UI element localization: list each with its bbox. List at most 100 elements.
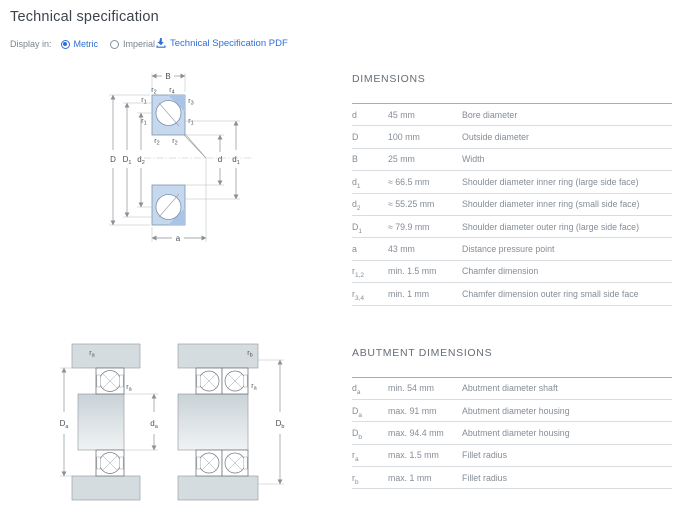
description: Fillet radius [462, 472, 507, 483]
value: max. 94.4 mm [388, 427, 444, 438]
dimensions-table-title: DIMENSIONS [352, 73, 426, 85]
value: min. 54 mm [388, 383, 434, 394]
dim-label-d2: d2 [137, 155, 145, 166]
page-title: Technical specification [10, 9, 159, 25]
chamfer-label-r1: r1 [141, 97, 146, 106]
symbol: r3,4 [352, 288, 364, 302]
symbol: D1 [352, 221, 362, 235]
pdf-link-label: Technical Specification PDF [170, 38, 288, 49]
chamfer-label-r1: r1 [188, 118, 193, 127]
shaft [177, 393, 249, 451]
description: Abutment diameter housing [462, 405, 570, 416]
dim-label-B: B [165, 72, 170, 81]
value: max. 1.5 mm [388, 450, 439, 461]
shaft [77, 393, 125, 451]
bearing-pair-top [195, 367, 249, 395]
description: Shoulder diameter inner ring (large side… [462, 176, 639, 187]
fillet-label-ra: ra [251, 383, 257, 392]
dim-label-a: a [176, 234, 181, 243]
description: Shoulder diameter outer ring (large side… [462, 221, 640, 232]
value: max. 91 mm [388, 405, 437, 416]
imperial-label: Imperial [123, 39, 156, 49]
dimensions-table: d 45 mm Bore diameter D 100 mm Outside d… [352, 103, 672, 306]
description: Shoulder diameter inner ring (small side… [462, 199, 640, 210]
table-row: da min. 54 mm Abutment diameter shaft [352, 378, 672, 400]
housing-top [177, 343, 259, 369]
symbol: B [352, 154, 358, 165]
fillet-label-rb: rb [247, 350, 252, 359]
specification-tables: DIMENSIONS d 45 mm Bore diameter D 100 m… [352, 72, 672, 490]
chamfer-label-r1: r1 [141, 118, 146, 127]
dim-label-da: da [150, 419, 158, 430]
bearing-pair-bottom [195, 449, 249, 477]
fillet-label-ra: ra [126, 384, 132, 393]
housing-bottom [71, 475, 141, 501]
radio-selected-icon[interactable] [60, 39, 70, 49]
value: max. 1 mm [388, 472, 432, 483]
value: ≈ 66.5 mm [388, 176, 430, 187]
description: Abutment diameter housing [462, 427, 570, 438]
value: 25 mm [388, 154, 415, 165]
value: ≈ 55.25 mm [388, 199, 435, 210]
symbol: a [352, 244, 357, 255]
dim-label-D: D [110, 155, 116, 164]
unit-selector: Display in: Metric Imperial [10, 39, 167, 49]
table-row: Da max. 91 mm Abutment diameter housing [352, 400, 672, 423]
bearing-section-top [151, 94, 186, 136]
symbol: d2 [352, 199, 361, 212]
value: 43 mm [388, 244, 415, 255]
table-row: r3,4 min. 1 mm Chamfer dimension outer r… [352, 283, 672, 306]
dim-label-D1: D1 [123, 155, 132, 166]
housing-top [71, 343, 141, 369]
table-row: d 45 mm Bore diameter [352, 104, 672, 127]
description: Chamfer dimension [462, 266, 539, 277]
value: min. 1.5 mm [388, 266, 437, 277]
symbol: Da [352, 405, 362, 419]
table-row: D 100 mm Outside diameter [352, 126, 672, 149]
table-row: D1 ≈ 79.9 mm Shoulder diameter outer rin… [352, 216, 672, 239]
symbol: D [352, 132, 359, 143]
value: 100 mm [388, 132, 420, 143]
contact-angle-line [183, 134, 207, 159]
table-row: Db max. 94.4 mm Abutment diameter housin… [352, 422, 672, 445]
table-row: ra max. 1.5 mm Fillet radius [352, 445, 672, 468]
chamfer-label-r3: r3 [188, 98, 193, 107]
download-icon [156, 38, 166, 48]
table-row: r1,2 min. 1.5 mm Chamfer dimension [352, 261, 672, 284]
description: Bore diameter [462, 109, 518, 120]
symbol: r1,2 [352, 266, 364, 280]
dim-label-d1: d1 [232, 155, 240, 166]
description: Outside diameter [462, 132, 529, 143]
value: ≈ 79.9 mm [388, 221, 430, 232]
symbol: Db [352, 427, 362, 441]
bearing-cross-section-diagram: B a D D1 d2 d d1 r2 r4 r1 r3 r1 r1 r2 r2 [109, 72, 252, 243]
dim-label-Db: Db [276, 419, 285, 430]
symbol: da [352, 383, 361, 396]
dimension-lines [110, 73, 239, 241]
radio-unselected-icon[interactable] [110, 39, 120, 49]
symbol: rb [352, 472, 359, 486]
chamfer-label-r2: r2 [154, 138, 159, 147]
table-row: d2 ≈ 55.25 mm Shoulder diameter inner ri… [352, 194, 672, 216]
abutment-arrangement-diagram: ra ra Da da [60, 343, 285, 501]
fillet-label-ra: ra [89, 350, 95, 359]
table-row: a 43 mm Distance pressure point [352, 238, 672, 261]
abutment-table-title: ABUTMENT DIMENSIONS [352, 346, 493, 359]
metric-radio-option[interactable]: Metric [60, 39, 99, 49]
abutment-table: da min. 54 mm Abutment diameter shaft Da… [352, 376, 672, 490]
chamfer-label-r2: r2 [151, 87, 156, 96]
technical-specification-pdf-link[interactable]: Technical Specification PDF [156, 38, 288, 49]
table-row: rb max. 1 mm Fillet radius [352, 467, 672, 490]
chamfer-label-r4: r4 [169, 87, 174, 96]
symbol: d [352, 109, 357, 120]
bearing-section-bottom [151, 184, 186, 226]
single-bearing-mounting: ra ra Da da [60, 343, 159, 501]
imperial-radio-option[interactable]: Imperial [110, 39, 155, 49]
metric-label: Metric [73, 39, 99, 49]
housing-bottom [177, 475, 259, 501]
value: min. 1 mm [388, 288, 430, 299]
symbol: d1 [352, 176, 361, 190]
description: Abutment diameter shaft [462, 383, 558, 394]
table-row: d1 ≈ 66.5 mm Shoulder diameter inner rin… [352, 171, 672, 194]
